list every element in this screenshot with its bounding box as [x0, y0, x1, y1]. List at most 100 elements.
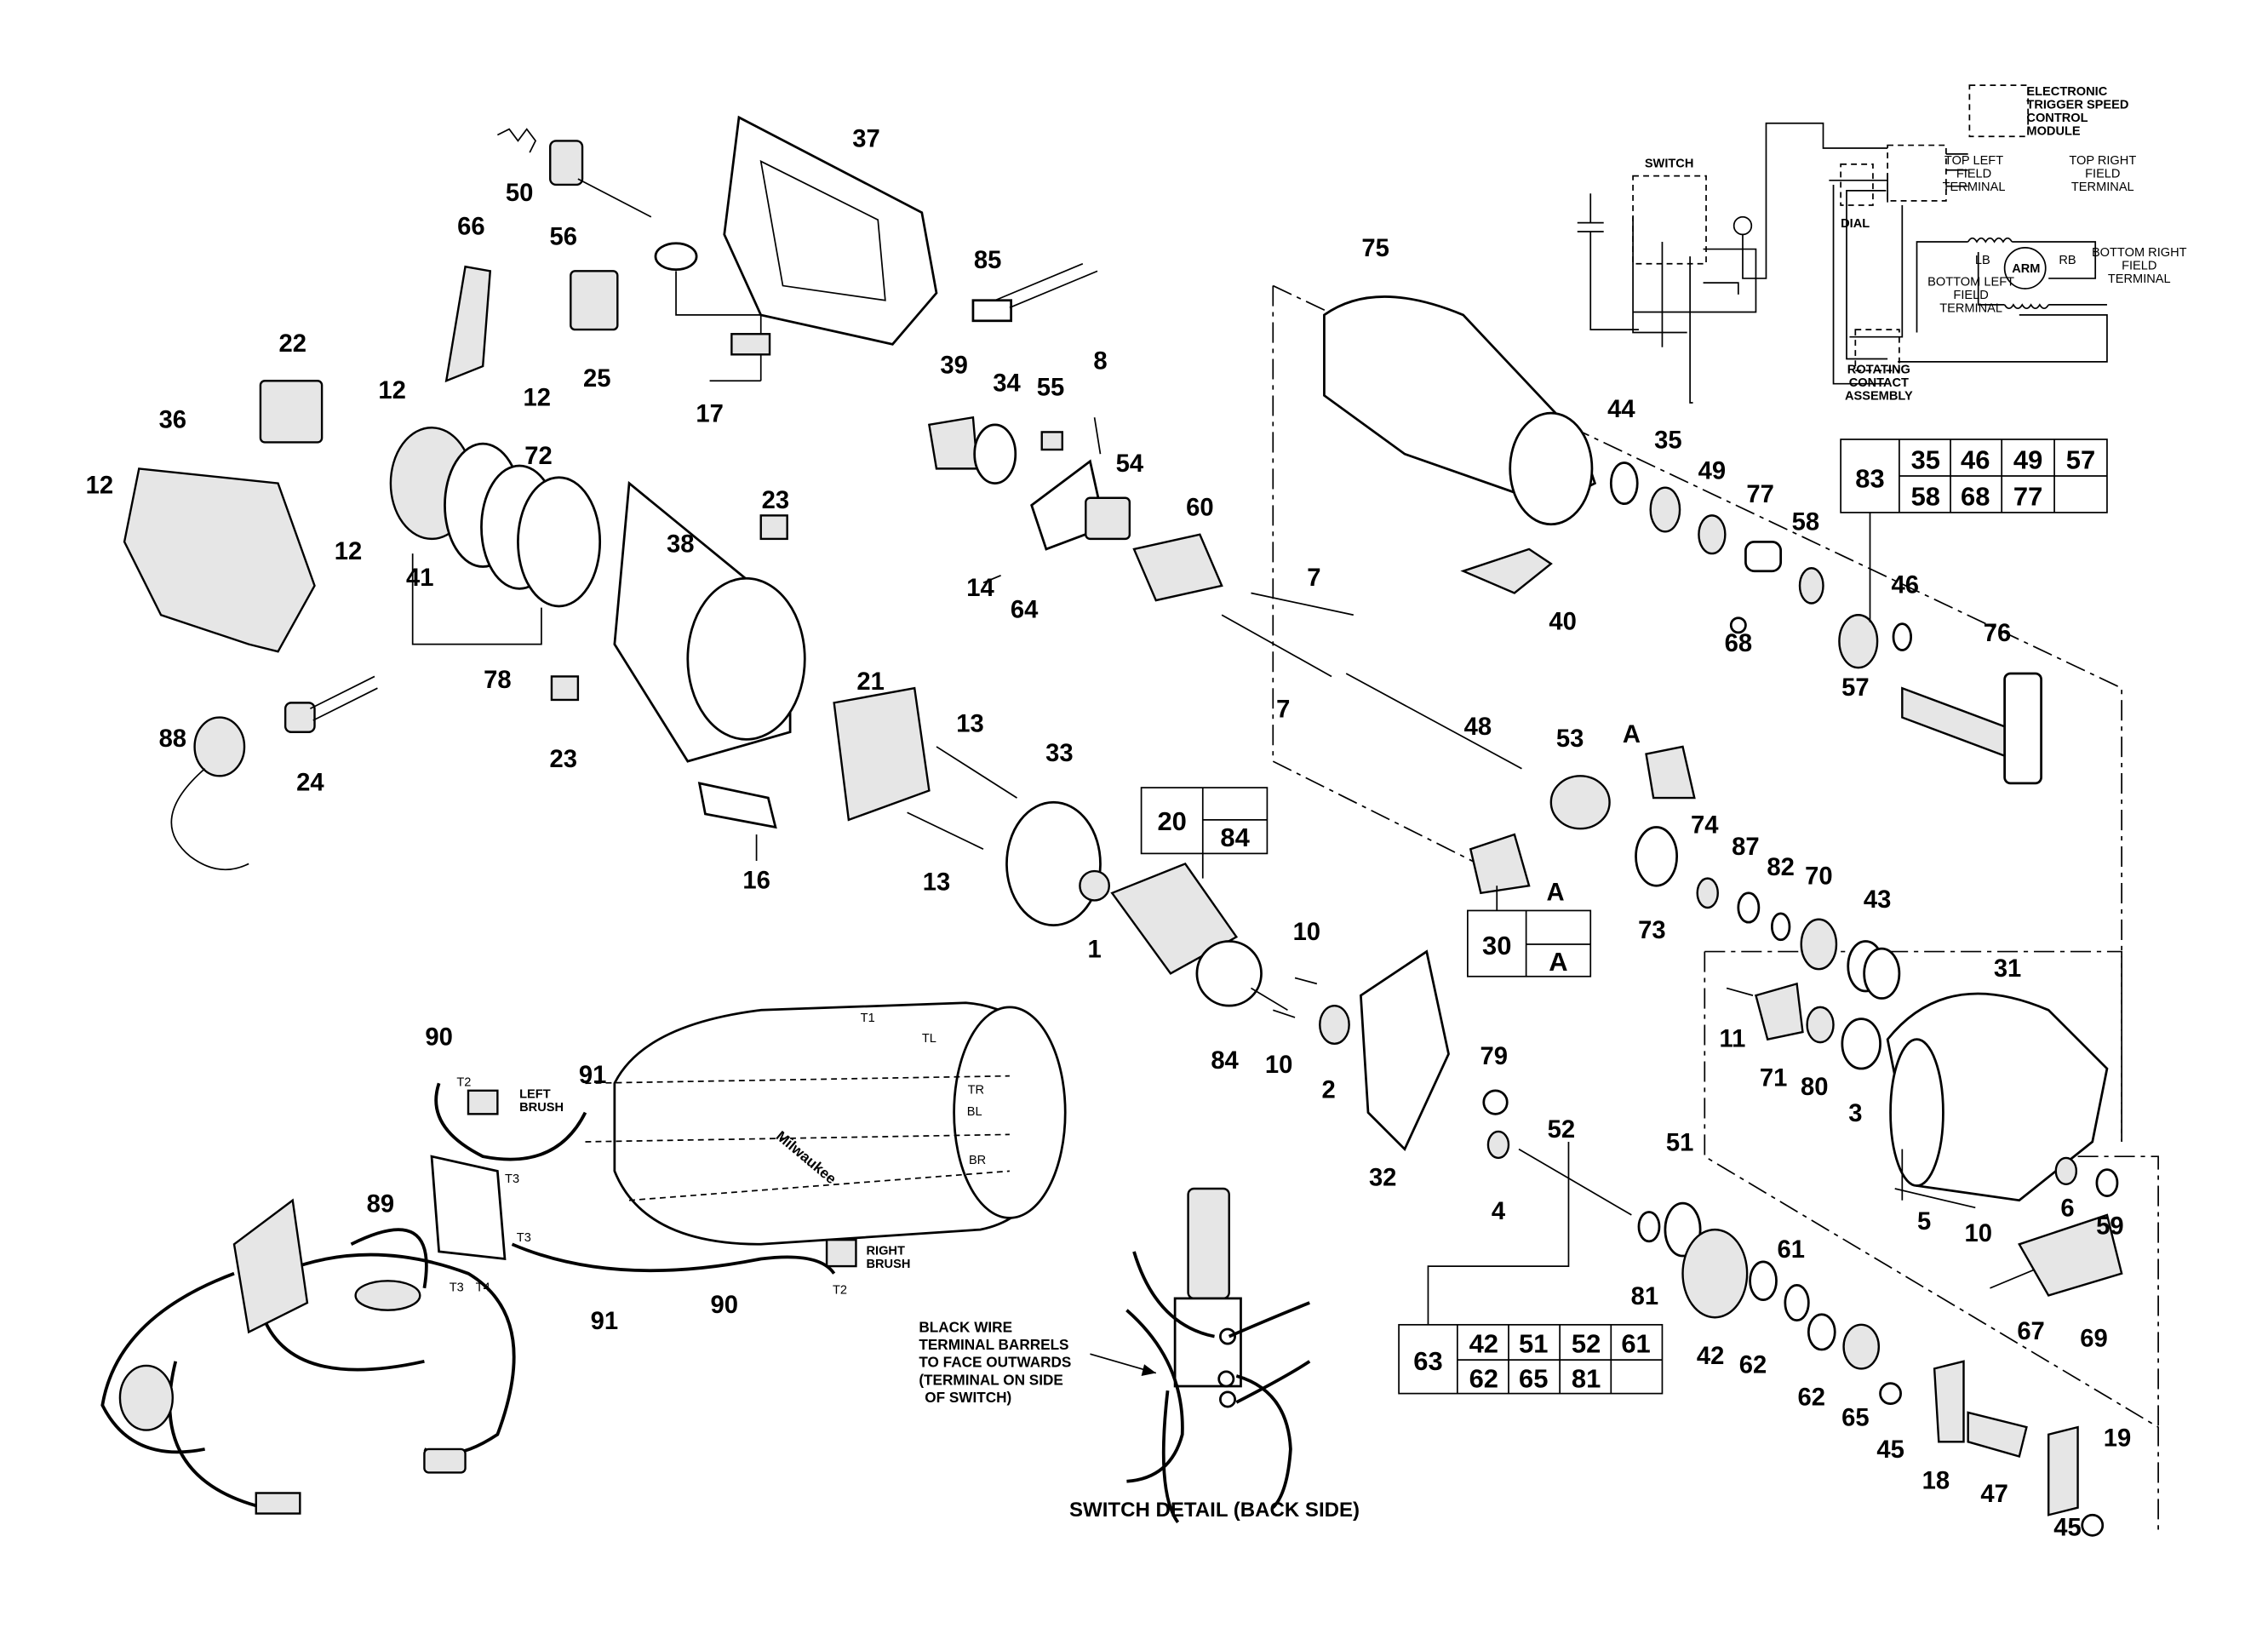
callout-8: 8: [1093, 348, 1107, 375]
callout-2: 2: [1321, 1076, 1335, 1103]
callout-45: 45: [2053, 1514, 2081, 1541]
baffle-part: [1005, 800, 1102, 926]
br-label: BR: [969, 1154, 986, 1167]
cord-part: [193, 716, 246, 777]
callout-47: 47: [1980, 1481, 2007, 1508]
callout-5: 5: [1917, 1208, 1931, 1235]
callout-21: 21: [856, 668, 884, 696]
svg-text:49: 49: [2013, 444, 2042, 474]
callout-65: 65: [1841, 1404, 1869, 1431]
tl-label: TL: [922, 1032, 936, 1046]
svg-text:65: 65: [1519, 1364, 1548, 1394]
callout-79: 79: [1480, 1043, 1508, 1070]
callout-6: 6: [2060, 1195, 2074, 1223]
callout-52: 52: [1548, 1116, 1575, 1144]
callout-38: 38: [667, 530, 694, 558]
callout-74: 74: [1691, 811, 1719, 839]
callout-23: 23: [549, 746, 576, 773]
svg-text:30: 30: [1482, 931, 1511, 960]
callout-77: 77: [1746, 481, 1773, 508]
callout-12: 12: [335, 538, 362, 565]
gear-bearing-part: [1132, 533, 1223, 602]
callout-69: 69: [2080, 1326, 2107, 1353]
callout-89: 89: [367, 1190, 394, 1218]
callout-42: 42: [1697, 1343, 1724, 1370]
callout-39: 39: [940, 353, 967, 380]
callout-78: 78: [484, 667, 511, 694]
callout-62: 62: [1739, 1352, 1767, 1379]
kit-table-83: 83 35 46 49 57 58 68 77: [1840, 439, 2108, 513]
callout-91: 91: [579, 1062, 606, 1089]
callout-24: 24: [296, 770, 324, 797]
svg-text:62: 62: [1469, 1364, 1498, 1394]
callout-54: 54: [1116, 450, 1144, 478]
svg-text:46: 46: [1961, 444, 1990, 474]
svg-text:81: 81: [1572, 1364, 1601, 1394]
callout-71: 71: [1760, 1065, 1787, 1092]
tr-label: TR: [968, 1083, 984, 1097]
callout-37: 37: [852, 125, 879, 152]
callout-62: 62: [1798, 1384, 1825, 1411]
spring-part: [496, 128, 537, 153]
callout-84: 84: [1211, 1047, 1239, 1075]
label-part: [697, 782, 777, 829]
callout-12: 12: [524, 384, 551, 411]
svg-text:58: 58: [1911, 481, 1940, 511]
callout-66: 66: [457, 213, 484, 240]
callout-43: 43: [1864, 886, 1891, 914]
kit-table-63: 63 42 51 52 61 62 65 81: [1398, 1323, 1664, 1395]
callout-49: 49: [1698, 457, 1726, 484]
callout-16: 16: [742, 868, 770, 895]
callout-12: 12: [378, 377, 405, 404]
callout-34: 34: [993, 370, 1021, 397]
bl-label: BL: [967, 1105, 982, 1119]
callout-87: 87: [1732, 834, 1759, 861]
housing-half-part: [723, 115, 938, 346]
switch-part: [570, 270, 619, 331]
trigger-part: [549, 140, 584, 186]
svg-text:52: 52: [1572, 1328, 1601, 1358]
dial-part: [654, 242, 698, 272]
t2-left-label: T2: [456, 1076, 471, 1090]
armature-part: [1110, 862, 1239, 975]
callout-33: 33: [1045, 740, 1073, 767]
rb-label: RB: [2059, 254, 2076, 267]
callout-10: 10: [1964, 1220, 1991, 1247]
leader-lines: [755, 512, 1904, 1325]
callout-17: 17: [696, 400, 723, 427]
callout-19: 19: [2104, 1424, 2131, 1452]
callout-61: 61: [1777, 1236, 1804, 1264]
lb-label: LB: [1975, 254, 1990, 267]
callout-76: 76: [1984, 620, 2011, 647]
callout-13: 13: [956, 711, 983, 738]
callout-90: 90: [711, 1292, 738, 1319]
svg-text:A: A: [1549, 947, 1567, 977]
svg-text:35: 35: [1911, 444, 1940, 474]
callout-55: 55: [1037, 374, 1064, 401]
callout-22: 22: [278, 330, 306, 358]
callout-64: 64: [1011, 597, 1039, 624]
switch-part: [232, 1198, 309, 1334]
arm-label: ARM: [2012, 262, 2040, 276]
callout-25: 25: [583, 365, 610, 393]
handle-housing-part: [123, 467, 316, 653]
svg-text:61: 61: [1621, 1328, 1650, 1358]
ring-part: [517, 476, 602, 608]
callout-a: A: [1623, 721, 1641, 748]
svg-text:68: 68: [1961, 481, 1990, 511]
callout-35: 35: [1654, 427, 1681, 454]
callout-57: 57: [1841, 674, 1869, 702]
callout-70: 70: [1805, 863, 1832, 890]
callout-80: 80: [1801, 1074, 1828, 1101]
